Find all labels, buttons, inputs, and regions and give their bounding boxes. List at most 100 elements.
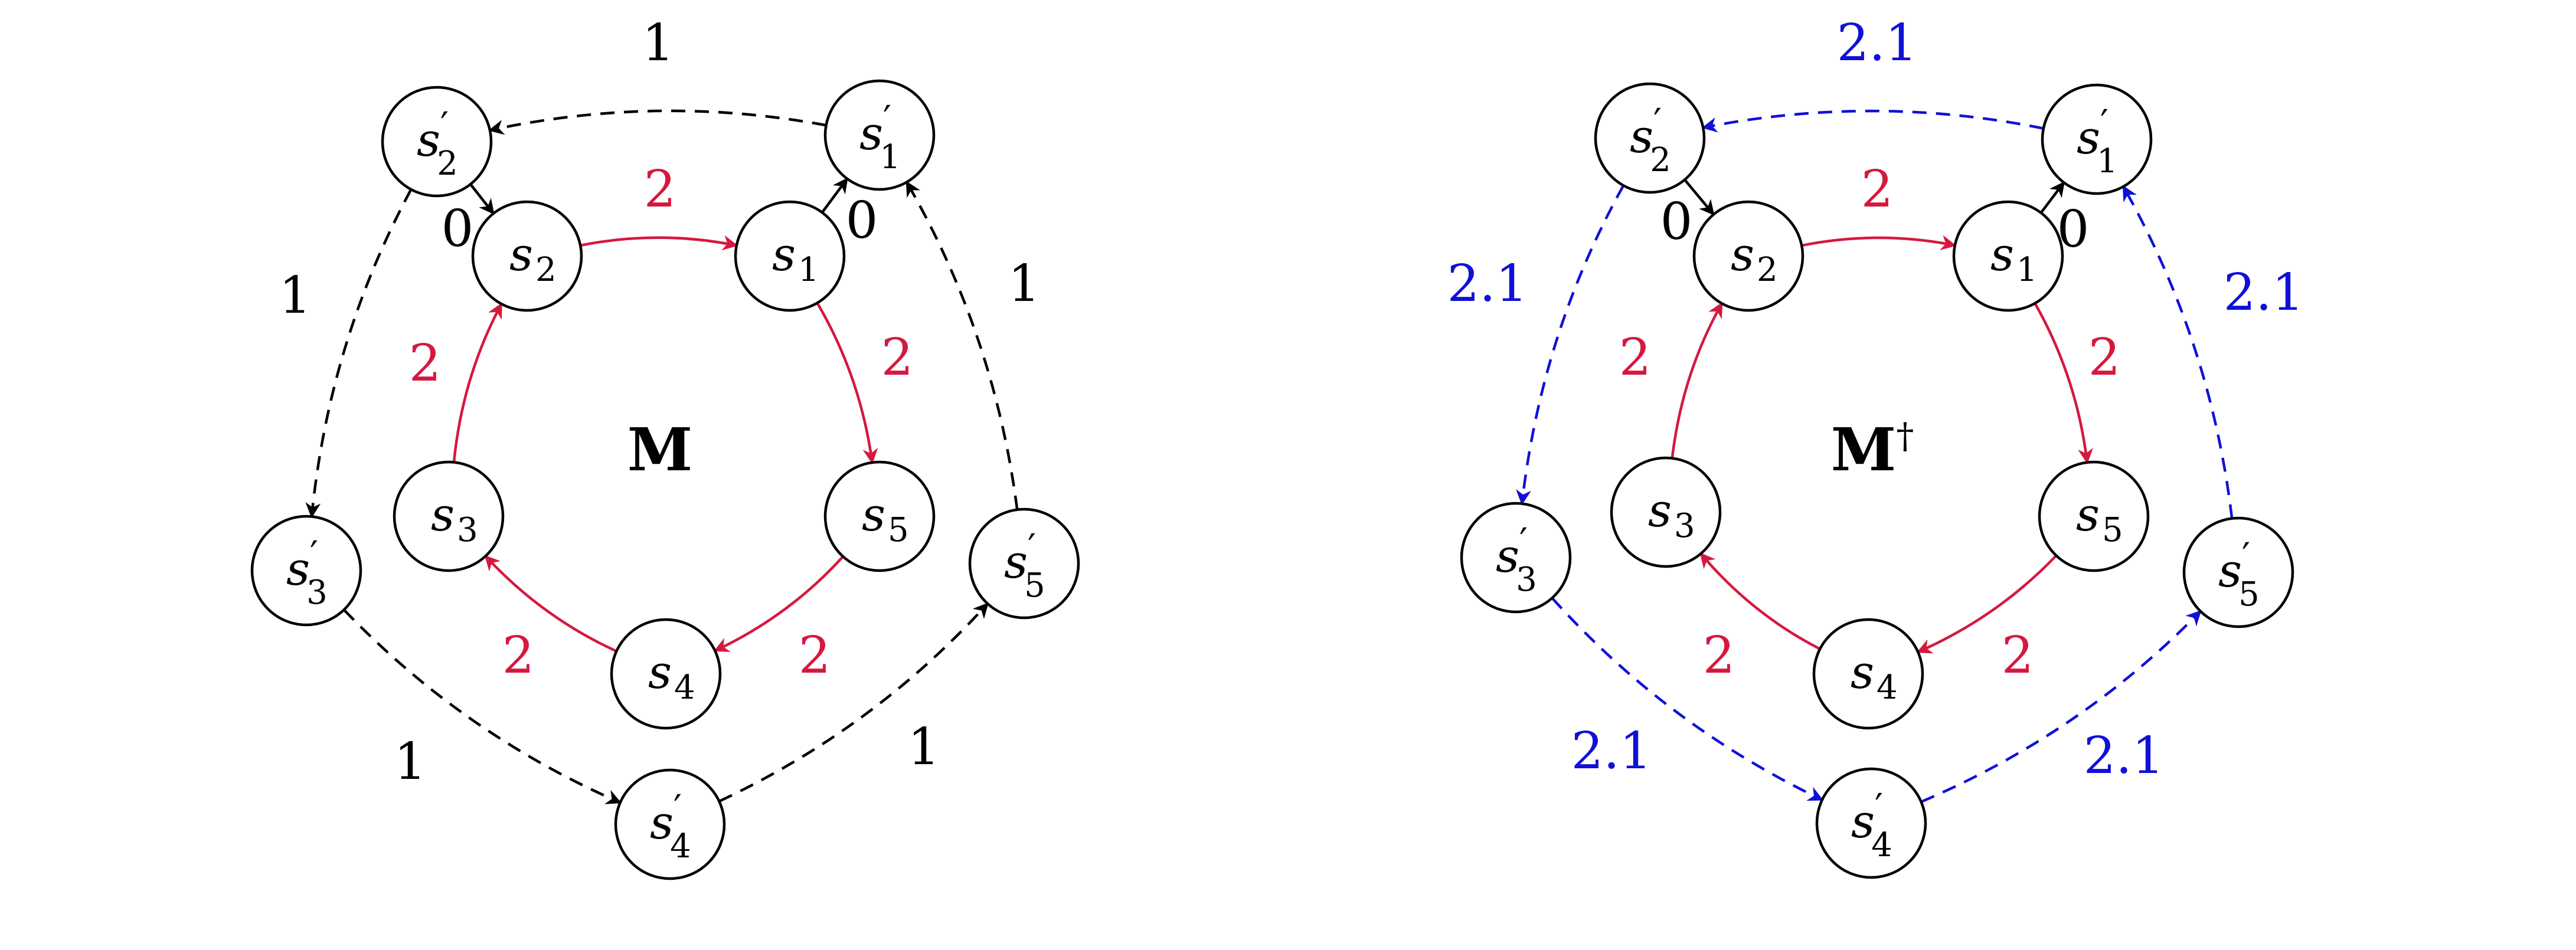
inner-edge-s2-s1 (1801, 235, 1957, 251)
outer-edge-p2-p3 (305, 188, 413, 518)
node-p4: s′4 (1815, 767, 1927, 879)
outer-edge-weight: 2.1 (1571, 722, 1652, 781)
inner-edge-weight: 2 (2002, 626, 2034, 685)
node-s3: s3 (393, 460, 505, 572)
outer-edge-p4-p5 (1920, 610, 2202, 803)
node-p4: s′4 (614, 768, 726, 880)
node-label: s′5 (2218, 535, 2260, 614)
outer-edge-weight: 2.1 (1837, 14, 1918, 73)
node-label: s′2 (1630, 100, 1671, 179)
inner-edge-weight: 2 (1703, 626, 1735, 685)
node-label: s′2 (417, 104, 458, 183)
inner-edge-s1-s5 (816, 302, 878, 464)
node-circle (1812, 618, 1924, 730)
connector-edge-weight: 0 (1660, 192, 1693, 251)
inner-edge-weight: 2 (2088, 328, 2121, 387)
node-s1: s1 (734, 200, 846, 312)
node-circle (1594, 82, 1706, 194)
outer-edge-p5-p1 (2122, 185, 2234, 519)
node-s5: s5 (2038, 460, 2150, 572)
node-label: s5 (862, 489, 909, 549)
connector-edge-weight: 0 (846, 191, 878, 250)
node-circle (734, 200, 846, 312)
outer-edge-p2-p3 (1516, 185, 1625, 506)
outer-edge-p3-p4 (1551, 597, 1824, 801)
inner-edge-weight: 2 (409, 334, 442, 393)
node-p3: s′3 (250, 515, 362, 627)
node-s2: s2 (471, 200, 583, 312)
outer-edge-weight: 1 (908, 718, 940, 777)
inner-edge-weight: 2 (799, 626, 831, 685)
node-s5: s5 (823, 460, 936, 572)
node-label: s2 (1731, 228, 1778, 289)
inner-edge-weight: 2 (502, 626, 535, 685)
node-circle (250, 515, 362, 627)
node-circle (1952, 200, 2064, 312)
model-label: M† (1831, 415, 1914, 484)
outer-edge-p1-p2 (1701, 109, 2044, 133)
node-label: s2 (509, 228, 557, 289)
node-circle (381, 86, 493, 198)
node-circle (823, 79, 936, 191)
node-circle (2041, 83, 2153, 195)
node-p3: s′3 (1460, 502, 1572, 614)
node-s4: s4 (610, 618, 722, 730)
node-s2: s2 (1692, 200, 1804, 312)
inner-edge-s4-s3 (484, 555, 617, 653)
node-p5: s′5 (968, 507, 1080, 620)
outer-edge-weight: 1 (279, 266, 312, 325)
inner-edge-weight: 2 (644, 160, 676, 219)
outer-edge-p1-p2 (488, 109, 826, 135)
outer-edge-p5-p1 (905, 181, 1019, 510)
node-label: s′3 (1496, 520, 1537, 599)
node-circle (610, 618, 722, 730)
node-label: s5 (2076, 489, 2123, 549)
node-circle (471, 200, 583, 312)
node-circle (393, 460, 505, 572)
node-circle (1815, 767, 1927, 879)
node-circle (1610, 456, 1722, 568)
outer-edge-p3-p4 (343, 608, 622, 804)
node-circle (2182, 516, 2294, 628)
outer-edge-weight: 1 (642, 14, 675, 73)
inner-edge-s5-s4 (1916, 554, 2058, 654)
node-label: s4 (648, 646, 695, 707)
inner-edge-weight: 2 (881, 328, 914, 387)
node-label: s1 (772, 228, 819, 289)
node-p2: s′2 (1594, 82, 1706, 194)
node-circle (823, 460, 936, 572)
node-label: s′5 (1004, 526, 1045, 605)
node-label: s′1 (859, 97, 901, 176)
outer-edge-weight: 2.1 (1447, 254, 1528, 313)
node-p1: s′1 (823, 79, 936, 191)
connector-edge-weight: 0 (442, 199, 474, 258)
inner-edge-weight: 2 (1861, 160, 1894, 219)
node-s3: s3 (1610, 456, 1722, 568)
model-label: M (627, 415, 693, 484)
connector-edge-s1-p1 (820, 177, 849, 214)
connector-edge-p2-s2 (469, 183, 495, 215)
node-circle (614, 768, 726, 880)
node-label: s′4 (1851, 785, 1892, 864)
outer-edge-weight: 2.1 (2084, 726, 2165, 785)
node-label: s′4 (650, 787, 691, 866)
inner-edge-s3-s2 (1671, 302, 1723, 458)
node-label: s1 (1990, 228, 2038, 289)
inner-edge-s1-s5 (2034, 302, 2093, 464)
node-p2: s′2 (381, 86, 493, 198)
node-p5: s′5 (2182, 516, 2294, 628)
outer-edge-weight: 1 (394, 732, 427, 791)
connector-edge-p2-s2 (1683, 179, 1715, 216)
node-label: s′3 (286, 533, 328, 612)
outer-edge-weight: 1 (1008, 254, 1041, 313)
inner-edge-s5-s4 (713, 555, 844, 652)
node-s4: s4 (1812, 618, 1924, 730)
node-label: s4 (1851, 646, 1898, 707)
inner-edge-weight: 2 (1619, 328, 1652, 387)
node-label: s3 (431, 489, 478, 549)
connector-edge-weight: 0 (2057, 200, 2090, 259)
node-label: s3 (1648, 484, 1695, 545)
outer-edge-weight: 2.1 (2224, 263, 2304, 322)
outer-edge-p4-p5 (718, 602, 989, 803)
